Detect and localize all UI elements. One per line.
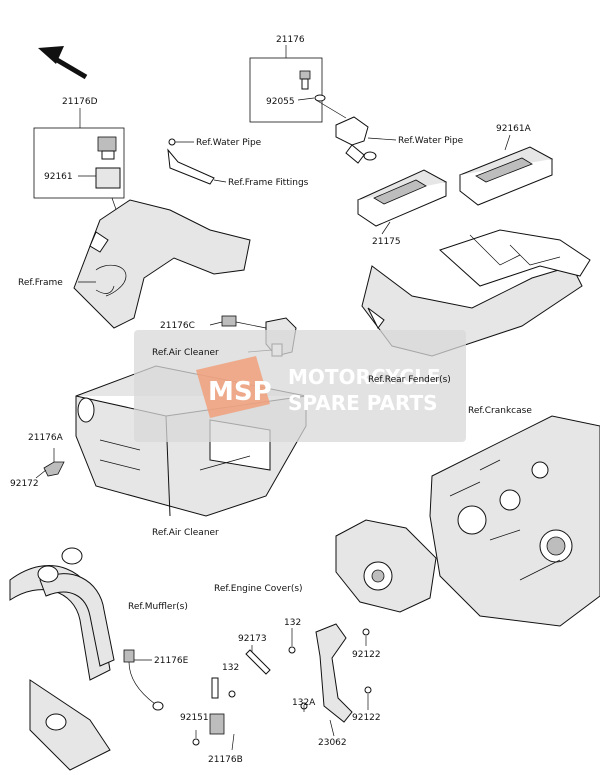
watermark-brand: MSP	[208, 377, 272, 407]
label-23062: 23062	[318, 738, 347, 748]
label-ref-rear-fender: Ref.Rear Fender(s)	[368, 375, 451, 385]
label-ref-air-cleaner-2: Ref.Air Cleaner	[152, 528, 219, 538]
part-21176A-group	[35, 448, 65, 479]
engine-cover-part	[335, 519, 437, 613]
crankcase-part	[429, 415, 600, 627]
label-132-a: 132	[284, 618, 301, 628]
part-92161A-21175-group	[357, 134, 554, 235]
label-21176: 21176	[276, 35, 305, 45]
label-ref-water-pipe-1: Ref.Water Pipe	[196, 138, 262, 148]
label-ref-air-cleaner-1: Ref.Air Cleaner	[152, 348, 219, 358]
label-92122-a: 92122	[352, 650, 381, 660]
muffler-pipes	[9, 547, 115, 771]
label-92151: 92151	[180, 713, 209, 723]
part-21176D-group	[33, 108, 125, 216]
label-ref-crankcase: Ref.Crankcase	[468, 406, 532, 416]
label-21176B: 21176B	[208, 755, 243, 765]
front-direction-arrow-icon	[38, 46, 88, 80]
part-21176-group	[249, 45, 397, 164]
label-92161A: 92161A	[496, 124, 532, 134]
watermark: MSP MOTORCYCLE SPARE PARTS	[134, 330, 466, 442]
shift-parts-group	[192, 623, 372, 751]
label-21176C: 21176C	[160, 321, 195, 331]
label-92161: 92161	[44, 172, 73, 182]
label-ref-muffler: Ref.Muffler(s)	[128, 602, 188, 612]
label-92055: 92055	[266, 97, 295, 107]
label-ref-frame: Ref.Frame	[18, 278, 63, 288]
watermark-line2: SPARE PARTS	[288, 391, 438, 415]
label-132-b: 132	[222, 663, 239, 673]
label-ref-frame-fittings: Ref.Frame Fittings	[228, 178, 309, 188]
label-132A: 132A	[292, 698, 316, 708]
label-21176D: 21176D	[62, 97, 98, 107]
label-92173: 92173	[238, 634, 267, 644]
label-92172: 92172	[10, 479, 39, 489]
label-21176E: 21176E	[154, 656, 189, 666]
part-21176E-oxygen-sensor	[123, 649, 164, 711]
label-ref-engine-cover: Ref.Engine Cover(s)	[214, 584, 303, 594]
watermark-line1: MOTORCYCLE	[288, 365, 440, 389]
label-92122-b: 92122	[352, 713, 381, 723]
label-21175: 21175	[372, 237, 401, 247]
frame-fittings-bracket	[73, 138, 251, 329]
label-ref-water-pipe-2: Ref.Water Pipe	[398, 136, 464, 146]
label-21176A: 21176A	[28, 433, 64, 443]
